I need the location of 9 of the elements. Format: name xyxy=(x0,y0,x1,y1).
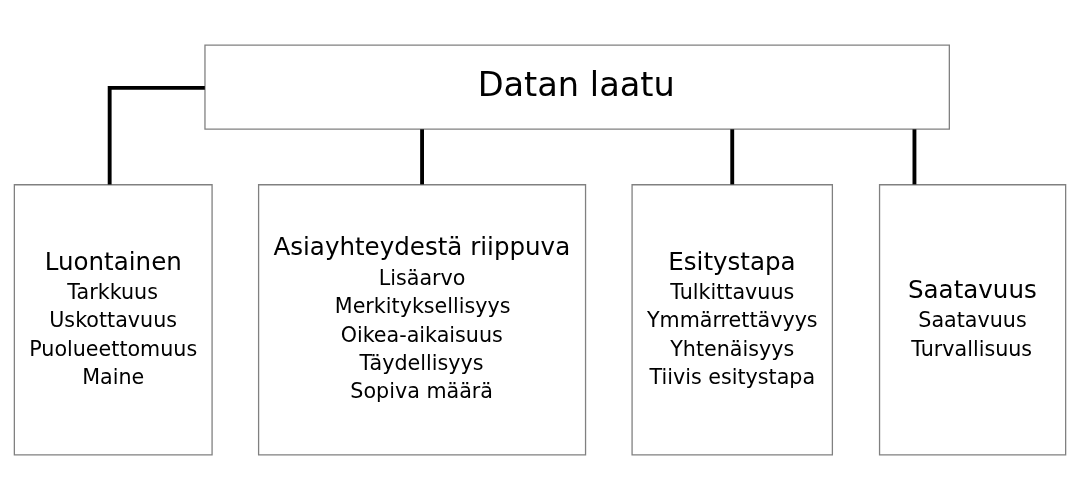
connector xyxy=(912,128,917,184)
node-box: Datan laatu xyxy=(204,44,950,130)
connector xyxy=(730,128,735,184)
node-box: Esitystapa Tulkittavuus Ymmärrettävyys Yhtenäisyys Tiivis esitystapa xyxy=(631,183,834,455)
node-box: Saatavuus Saatavuus Turvallisuus xyxy=(878,183,1067,455)
node-box: Luontainen Tarkkuus Uskottavuus Puolueettomuus Maine xyxy=(13,183,213,455)
node-box: Asiayhteydestä riippuva Lisäarvo Merkityksellisyys Oikea-aikaisuus Täydellisyys Sopiva määrä xyxy=(257,183,587,455)
connector xyxy=(107,85,205,184)
connector xyxy=(420,128,424,184)
